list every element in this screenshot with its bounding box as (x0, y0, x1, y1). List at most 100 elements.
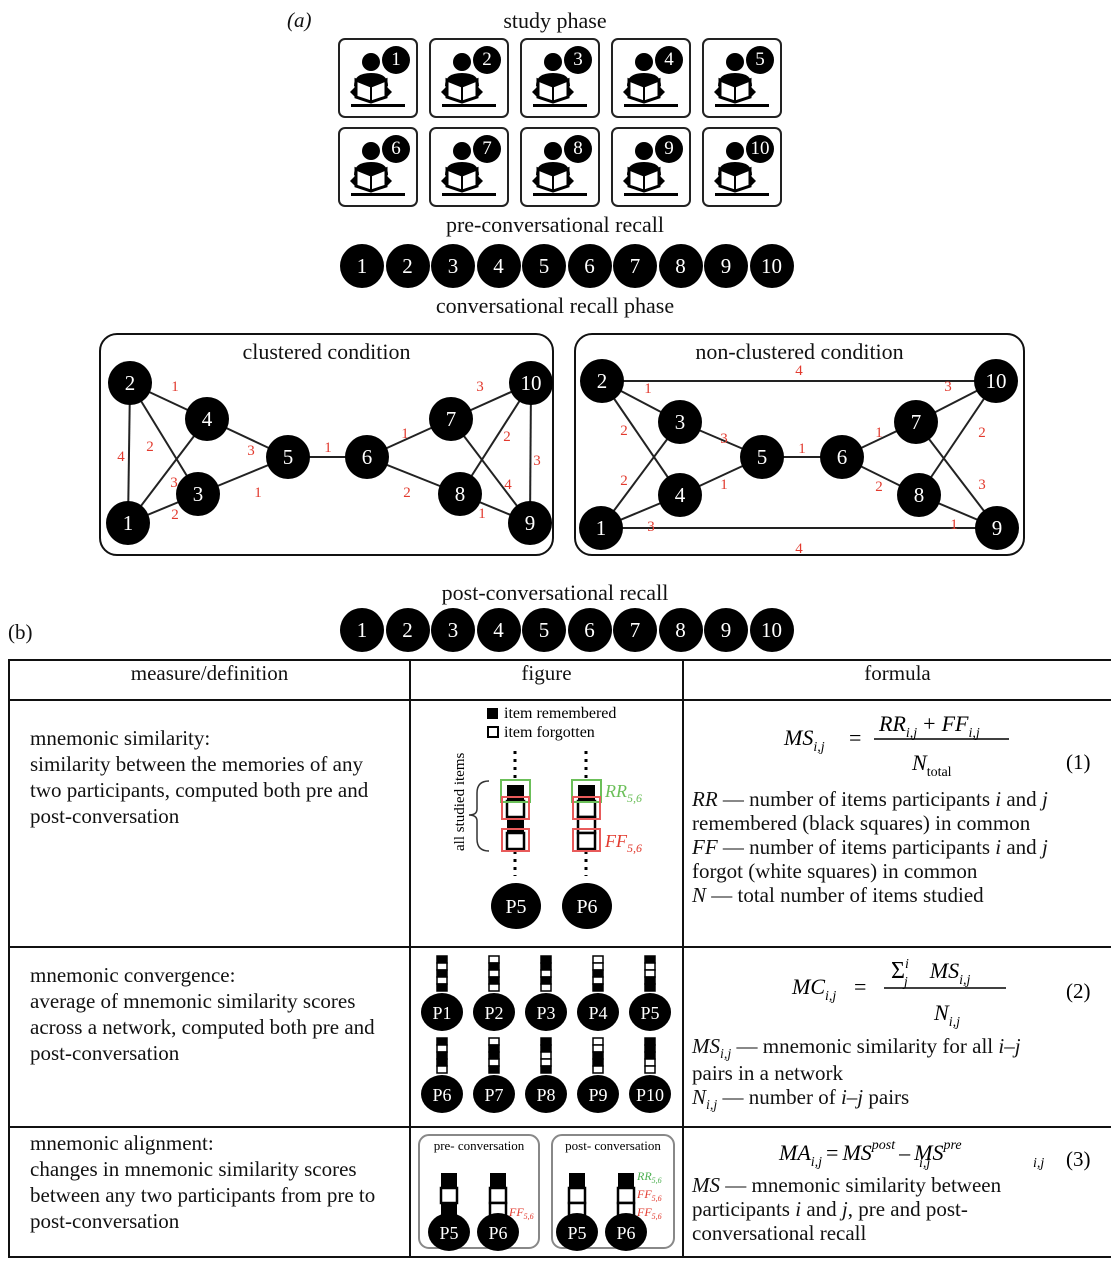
svg-text:=: = (854, 974, 866, 999)
reader-card-4: 4 (611, 38, 691, 118)
edge-weight-label: 3 (247, 443, 255, 459)
edge-weight-label: 4 (504, 477, 512, 493)
edge-weight-label: 3 (647, 519, 655, 535)
convergence-notes: MSi,j — mnemonic similarity for all i–j … (692, 1034, 1021, 1114)
post-p5-stack (567, 1173, 587, 1220)
edge-weight-label: 1 (875, 425, 883, 441)
reader-number: 3 (564, 46, 592, 74)
participant-label: P8 (536, 1085, 555, 1105)
edge-weight-label: 1 (401, 426, 409, 442)
legend-remembered-swatch (487, 708, 498, 719)
figure-cell: pre- conversation FF5,6 P5 P6 post- co (409, 1126, 684, 1258)
participant-circle: 6 (567, 608, 612, 652)
table-row: mnemonic alignment: changes in mnemonic … (8, 1126, 1111, 1258)
edge-weight-label: 4 (795, 363, 803, 379)
similarity-notes: RR — number of items participants i and … (692, 787, 1048, 907)
participant-stack-P2: P2 (473, 955, 515, 1031)
reader-card-9: 9 (611, 127, 691, 207)
participant-stack-P10: P10 (629, 1037, 671, 1113)
eq-number-3: (3) (1066, 1147, 1091, 1171)
participant-circle: 5 (522, 244, 566, 288)
participant-circle: 1 (340, 608, 384, 652)
participant-stack-P3: P3 (525, 955, 567, 1031)
edge-weight-label: 3 (170, 475, 178, 491)
network-node-label: 5 (283, 445, 294, 469)
p5-node (491, 883, 541, 929)
network-edge (915, 421, 998, 529)
post-recall-title: post-conversational recall (441, 580, 669, 605)
network-node (438, 472, 482, 516)
reader-card-5: 5 (702, 38, 782, 118)
rr-label: RR5,6 (604, 781, 642, 805)
reader-number: 5 (746, 46, 774, 74)
reader-card-7: 7 (429, 127, 509, 207)
header-formula: formula (682, 659, 1111, 701)
participant-circle: 9 (704, 608, 748, 652)
pre-p6-label: P6 (488, 1223, 507, 1243)
participant-circle: 8 (658, 244, 703, 288)
network-node-label: 2 (125, 371, 136, 395)
post-p5-label: P5 (567, 1223, 586, 1243)
participant-label: P2 (484, 1003, 503, 1023)
edge-weight-label: 1 (798, 441, 806, 457)
network-node-label: 9 (525, 511, 536, 535)
edge-weight-label: 3 (944, 379, 952, 395)
post-p6-stack (616, 1173, 636, 1220)
pre-recall-title: pre-conversational recall (445, 212, 665, 237)
pre-conversation-box (418, 1134, 540, 1249)
edge-weight-label: 2 (620, 473, 628, 489)
network-node-label: 1 (123, 511, 134, 535)
edge-weight-label: 3 (476, 379, 484, 395)
edge-weight-label: 3 (978, 477, 986, 493)
formula-cell: MAi,j=MSpost–MSpre i,j i,j (3) MS — mnem… (682, 1126, 1111, 1258)
network-node-label: 2 (597, 369, 608, 393)
network-node-label: 9 (992, 516, 1003, 540)
ms-lhs: MSi,j (783, 725, 825, 755)
ff-label: FF5,6 (604, 831, 642, 855)
network-node-label: 7 (446, 407, 457, 431)
edge-weight-label: 4 (117, 449, 125, 465)
all-items-axis-label: all studied items (452, 753, 468, 851)
participant-stack-P4: P4 (577, 955, 619, 1031)
network-node (345, 435, 389, 479)
network-node (185, 397, 229, 441)
participant-label: P5 (640, 1003, 659, 1023)
post-p6-label: P6 (616, 1223, 635, 1243)
network-edge (918, 380, 997, 496)
participant-stack-P5: P5 (629, 955, 671, 1031)
participant-circle: 2 (385, 608, 430, 652)
network-node-label: 8 (455, 482, 466, 506)
measure-definition: similarity between the memories of any t… (30, 752, 369, 828)
participant-circle: 7 (613, 244, 657, 288)
pre-p6-stack (488, 1173, 508, 1220)
edge-weight-label: 2 (978, 425, 986, 441)
edge-weight-label: 1 (171, 379, 179, 395)
network-node (975, 506, 1019, 550)
items-brace (468, 780, 490, 852)
network-node (108, 361, 152, 405)
measure-title: mnemonic similarity: (30, 726, 211, 750)
network-node (579, 506, 623, 550)
network-node-label: 7 (911, 410, 922, 434)
definition-cell: mnemonic convergence: average of mnemoni… (8, 946, 411, 1128)
network-node-label: 4 (675, 483, 686, 507)
participant-circle: 5 (522, 608, 566, 652)
reader-card-3: 3 (520, 38, 600, 118)
network-node-label: 8 (914, 483, 925, 507)
pre-p5-label: P5 (439, 1223, 458, 1243)
reader-card-6: 6 (338, 127, 418, 207)
network-node-label: 1 (596, 516, 607, 540)
measures-table: measure/definition figure formula mnemon… (8, 659, 1111, 1258)
edge-weight-label: 2 (503, 429, 511, 445)
reader-number: 1 (382, 46, 410, 74)
figure-cell: item remembered item forgotten all studi… (409, 699, 684, 948)
reader-number: 8 (564, 135, 592, 163)
participant-circle: 1 (340, 244, 384, 288)
alignment-formula: MAi,j=MSpost–MSpre i,j i,j (3) (778, 1138, 1091, 1171)
pre-title: pre- conversation (434, 1138, 525, 1153)
